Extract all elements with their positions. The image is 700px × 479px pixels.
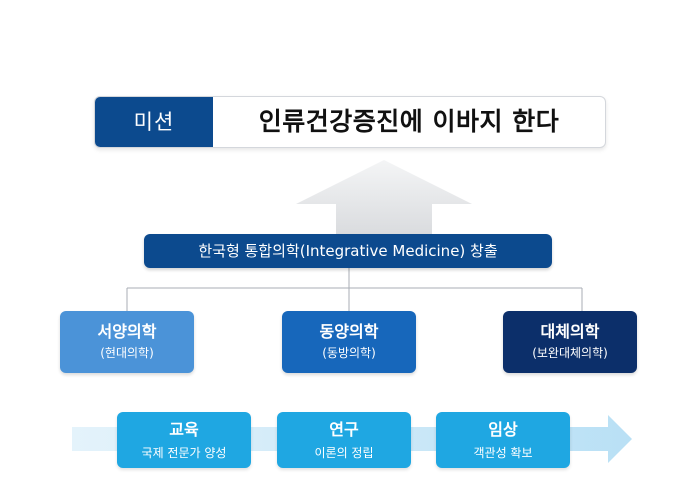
mission-banner: 미션 인류건강증진에 이바지 한다 bbox=[94, 96, 606, 148]
alternative-medicine-sub: (보완대체의학) bbox=[532, 346, 608, 360]
western-medicine-label: 서양의학 bbox=[97, 322, 157, 341]
western-medicine-box: 서양의학 (현대의학) bbox=[60, 311, 194, 373]
research-box: 연구 이론의 정립 bbox=[277, 412, 411, 468]
alternative-medicine-box: 대체의학 (보완대체의학) bbox=[503, 311, 637, 373]
research-sub: 이론의 정립 bbox=[314, 446, 374, 460]
up-arrow-icon bbox=[296, 160, 472, 236]
education-label: 교육 bbox=[169, 420, 199, 439]
mission-text: 인류건강증진에 이바지 한다 bbox=[258, 107, 560, 136]
eastern-medicine-label: 동양의학 bbox=[319, 322, 379, 341]
clinical-label: 임상 bbox=[488, 420, 518, 439]
education-box: 교육 국제 전문가 양성 bbox=[117, 412, 251, 468]
eastern-medicine-sub: (동방의학) bbox=[322, 346, 376, 360]
research-label: 연구 bbox=[329, 420, 359, 439]
clinical-sub: 객관성 확보 bbox=[473, 446, 533, 460]
education-sub: 국제 전문가 양성 bbox=[141, 446, 227, 460]
mission-label: 미션 bbox=[95, 97, 213, 147]
eastern-medicine-box: 동양의학 (동방의학) bbox=[282, 311, 416, 373]
western-medicine-sub: (현대의학) bbox=[100, 346, 154, 360]
alternative-medicine-label: 대체의학 bbox=[540, 322, 600, 341]
clinical-box: 임상 객관성 확보 bbox=[436, 412, 570, 468]
integrative-medicine-title: 한국형 통합의학(Integrative Medicine) 창출 bbox=[144, 234, 552, 268]
